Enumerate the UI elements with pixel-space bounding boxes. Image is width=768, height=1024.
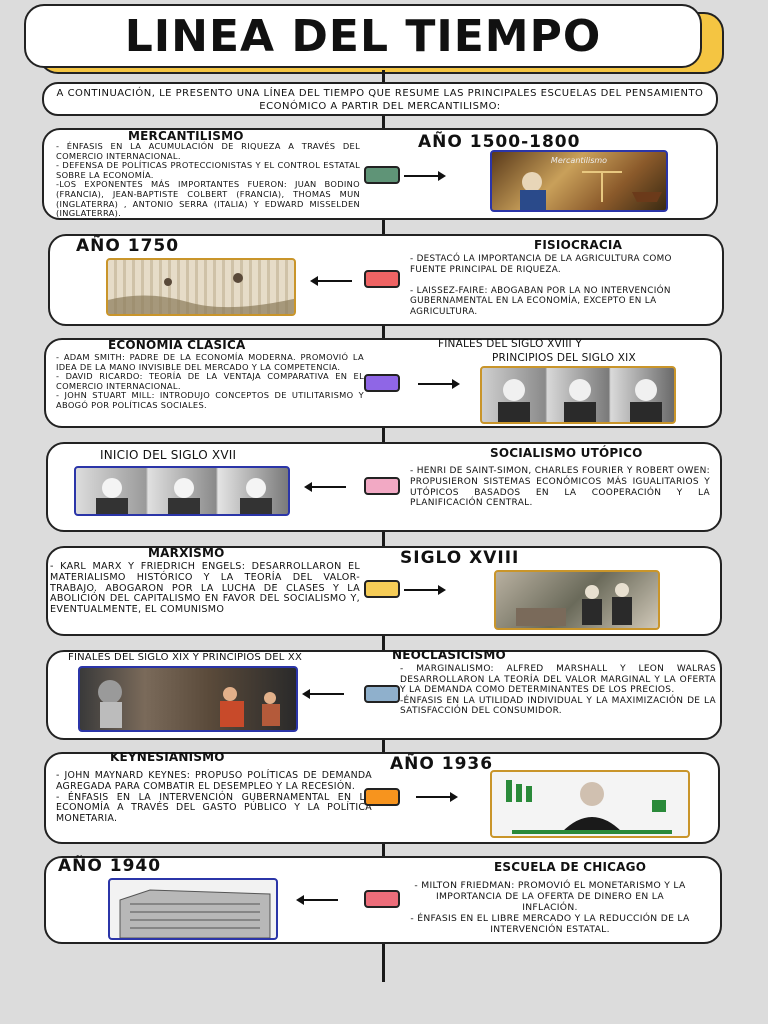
timeline-node-5 xyxy=(364,580,400,598)
portraits-illustration xyxy=(96,478,272,514)
section-text-body: - JOHN MAYNARD KEYNES: PROPUSO POLÍTICAS… xyxy=(56,770,372,825)
arrow-right-icon xyxy=(416,792,458,802)
period-label: AÑO 1500-1800 xyxy=(418,132,581,152)
arrow-left-icon xyxy=(304,482,346,492)
section-text-body: - ÉNFASIS EN LA ACUMULACIÓN DE RIQUEZA A… xyxy=(56,141,360,219)
arrow-left-icon xyxy=(310,276,352,286)
period-label: PRINCIPIOS DEL SIGLO XIX xyxy=(492,352,636,364)
period-label: AÑO 1750 xyxy=(76,236,180,256)
fisiocracia-image xyxy=(106,258,296,316)
section-text-body: - MARGINALISMO: ALFRED MARSHALL Y LEON W… xyxy=(400,664,716,717)
arrow-right-icon xyxy=(418,379,460,389)
arrow-right-icon xyxy=(404,585,446,595)
section-text: - ÉNFASIS EN LA ACUMULACIÓN DE RIQUEZA A… xyxy=(56,141,360,219)
section-text: - HENRI DE SAINT-SIMON, CHARLES FOURIER … xyxy=(410,466,710,509)
farm-illustration xyxy=(108,273,294,314)
school-title: ESCUELA DE CHICAGO xyxy=(494,860,647,874)
school-title: MERCANTILISMO xyxy=(128,129,244,143)
section-text-body: - KARL MARX Y FRIEDRICH ENGELS: DESARROL… xyxy=(50,561,360,616)
section-text: - KARL MARX Y FRIEDRICH ENGELS: DESARROL… xyxy=(50,561,360,616)
painting-illustration xyxy=(98,680,280,728)
school-title: MARXISMO xyxy=(148,546,225,560)
timeline-node-1 xyxy=(364,166,400,184)
chicago-building-image xyxy=(108,878,278,940)
period-label: AÑO 1940 xyxy=(58,856,162,876)
building-illustration xyxy=(119,889,271,938)
section-text: - MARGINALISMO: ALFRED MARSHALL Y LEON W… xyxy=(400,664,716,717)
title-banner: LINEA DEL TIEMPO xyxy=(24,4,702,68)
intro-box: A CONTINUACIÓN, LE PRESENTO UNA LÍNEA DE… xyxy=(42,82,718,116)
school-title: NEOCLASICISMO xyxy=(392,648,506,662)
keynes-image xyxy=(490,770,690,838)
portrait-illustration xyxy=(506,780,672,834)
section-text: - DESTACÓ LA IMPORTANCIA DE LA AGRICULTU… xyxy=(410,254,698,317)
scale-illustration xyxy=(520,171,662,210)
portraits-illustration xyxy=(498,379,662,422)
period-label: FINALES DEL SIGLO XVIII Y xyxy=(438,338,582,350)
timeline-node-7 xyxy=(364,788,400,806)
school-title: FISIOCRACIA xyxy=(534,238,623,252)
timeline-node-3 xyxy=(364,374,400,392)
meeting-illustration xyxy=(516,583,632,626)
timeline-node-6 xyxy=(364,685,400,703)
timeline-node-4 xyxy=(364,477,400,495)
school-title: KEYNESIANISMO xyxy=(110,750,225,764)
section-text: - MILTON FRIEDMAN: PROMOVIÓ EL MONETARIS… xyxy=(408,880,692,935)
utopicos-portraits-image xyxy=(74,466,290,516)
image-caption: Mercantilismo xyxy=(550,156,608,165)
period-label: INICIO DEL SIGLO XVII xyxy=(100,448,237,462)
mercantilismo-image: Mercantilismo xyxy=(490,150,668,212)
page-title: LINEA DEL TIEMPO xyxy=(124,10,602,62)
section-text-body: - HENRI DE SAINT-SIMON, CHARLES FOURIER … xyxy=(410,466,710,509)
neoclasicismo-image xyxy=(78,666,298,732)
section-text-body: - MILTON FRIEDMAN: PROMOVIÓ EL MONETARIS… xyxy=(410,880,690,935)
school-title: ECONOMIA CLASICA xyxy=(108,338,246,352)
school-title: SOCIALISMO UTÓPICO xyxy=(490,446,643,460)
marxismo-image xyxy=(494,570,660,630)
arrow-left-icon xyxy=(296,895,338,905)
section-text: - JOHN MAYNARD KEYNES: PROPUSO POLÍTICAS… xyxy=(56,770,372,825)
section-text-body: - DESTACÓ LA IMPORTANCIA DE LA AGRICULTU… xyxy=(410,254,672,317)
clasica-portraits-image xyxy=(480,366,676,424)
period-label: AÑO 1936 xyxy=(390,754,494,774)
arrow-left-icon xyxy=(302,689,344,699)
intro-text: A CONTINUACIÓN, LE PRESENTO UNA LÍNEA DE… xyxy=(56,88,704,112)
timeline-node-8 xyxy=(364,890,400,908)
period-label: SIGLO XVIII xyxy=(400,548,520,568)
arrow-right-icon xyxy=(404,171,446,181)
section-text-body: - ADAM SMITH: PADRE DE LA ECONOMÍA MODER… xyxy=(56,352,364,410)
timeline-node-2 xyxy=(364,270,400,288)
section-text: - ADAM SMITH: PADRE DE LA ECONOMÍA MODER… xyxy=(56,352,364,411)
period-label: FINALES DEL SIGLO XIX Y PRINCIPIOS DEL X… xyxy=(68,652,303,663)
